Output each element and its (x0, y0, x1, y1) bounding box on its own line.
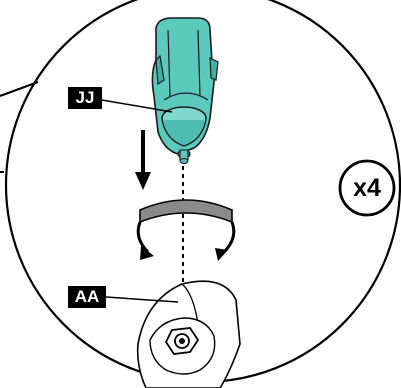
leg-tube-illustration (136, 280, 241, 388)
aa-leader-line (105, 296, 179, 303)
quantity-circle (338, 159, 396, 217)
rotate-arrows-icon (136, 199, 236, 261)
callout-pointer (0, 81, 39, 97)
part-label-aa: AA (68, 286, 106, 308)
caster-wheel-illustration (151, 17, 219, 164)
part-label-jj: JJ (68, 87, 102, 109)
arrow-down-icon (135, 130, 151, 190)
jj-leader-line (101, 99, 173, 113)
quantity-label: x4 (353, 174, 381, 202)
